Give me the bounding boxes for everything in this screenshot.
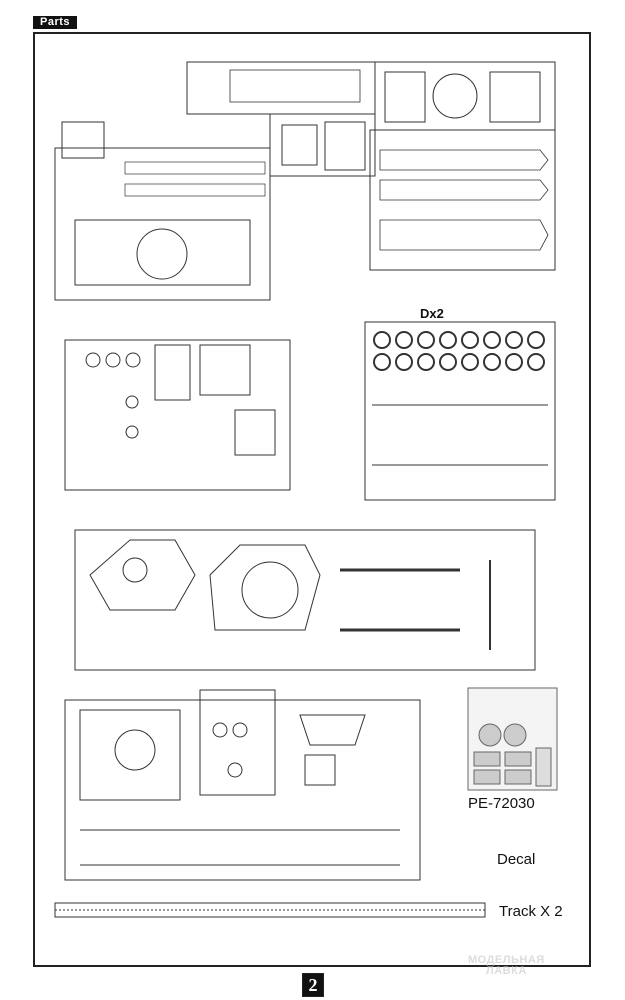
photo-etch-sheet <box>467 687 558 791</box>
sprue-e <box>74 529 536 671</box>
road-wheel <box>439 331 457 349</box>
road-wheel <box>417 353 435 371</box>
track-link-strip <box>54 902 486 918</box>
decal-label: Decal <box>497 851 536 868</box>
sprue-f <box>64 689 421 881</box>
road-wheel <box>483 353 501 371</box>
road-wheel <box>373 353 391 371</box>
sprue-a <box>186 61 556 271</box>
sprue-b <box>54 121 271 301</box>
road-wheel <box>505 353 523 371</box>
road-wheel <box>395 353 413 371</box>
sprue-d-count-label: Dx2 <box>420 306 444 321</box>
road-wheel <box>483 331 501 349</box>
parts-frame <box>33 32 591 967</box>
photo-etch-label: PE-72030 <box>468 795 535 812</box>
road-wheel <box>527 353 545 371</box>
road-wheel <box>373 331 391 349</box>
road-wheel <box>505 331 523 349</box>
watermark-line2: ЛАВКА <box>486 965 527 977</box>
sprue-d <box>364 321 556 501</box>
watermark-line1: МОДЕЛЬНАЯ <box>468 954 545 966</box>
road-wheel <box>439 353 457 371</box>
sprue-c <box>64 339 291 491</box>
road-wheel <box>461 353 479 371</box>
road-wheel <box>527 331 545 349</box>
road-wheel <box>395 331 413 349</box>
road-wheel <box>461 331 479 349</box>
watermark: МОДЕЛЬНАЯ ЛАВКА <box>468 955 545 977</box>
track-label: Track X 2 <box>499 903 563 920</box>
road-wheel <box>417 331 435 349</box>
page-number: 2 <box>302 973 324 997</box>
section-header: Parts <box>33 16 77 29</box>
